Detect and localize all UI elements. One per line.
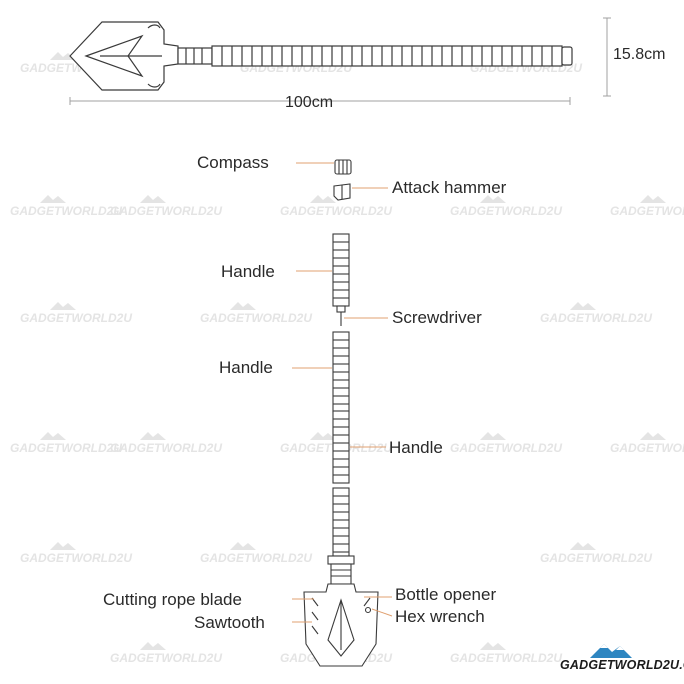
watermark-text: GADGETWORLD2U (610, 441, 684, 455)
watermark-mountain (310, 195, 336, 203)
dimension-lines (69, 17, 611, 105)
watermark-mountain (570, 542, 596, 550)
hex-wrench-label: Hex wrench (395, 607, 485, 626)
watermark-mountain (310, 432, 336, 440)
watermark-mountain (640, 432, 666, 440)
width-dimension-label: 15.8cm (613, 46, 666, 63)
handle-label-3: Handle (389, 438, 443, 457)
watermark-mountain (640, 195, 666, 203)
watermark-text: GADGETWORLD2U (200, 311, 312, 325)
watermark-mountain (230, 302, 256, 310)
brand-text: GADGETWORLD2U.COM (560, 658, 684, 672)
watermark-mountain (40, 195, 66, 203)
watermark-text: GADGETWORLD2U (450, 441, 562, 455)
handle-label-1: Handle (221, 262, 275, 281)
watermark-text: GADGETWORLD2U (110, 204, 222, 218)
watermark-mountain (140, 432, 166, 440)
watermark-mountain (480, 642, 506, 650)
sawtooth-label: Sawtooth (194, 613, 265, 632)
attack-hammer-label: Attack hammer (392, 178, 507, 197)
watermark-text: GADGETWORLD2U (20, 551, 132, 565)
assembled-shovel (69, 21, 573, 91)
watermark-mountain (140, 642, 166, 650)
watermark-mountain (50, 302, 76, 310)
watermark-text: GADGETWORLD2U (10, 441, 122, 455)
exploded-shovel (303, 159, 379, 667)
compass-label: Compass (197, 153, 269, 172)
watermark-mountain (480, 195, 506, 203)
leader-lines (292, 162, 393, 623)
watermark-text: GADGETWORLD2U (200, 551, 312, 565)
watermark-mountain (480, 432, 506, 440)
watermark-mountain (570, 302, 596, 310)
watermark-text: GADGETWORLD2U (110, 441, 222, 455)
brand-logo: GADGETWORLD2U.COM (560, 640, 684, 684)
watermark-text: GADGETWORLD2U (280, 204, 392, 218)
watermark-mountain (40, 432, 66, 440)
watermark-text: GADGETWORLD2U (20, 311, 132, 325)
watermark-text: GADGETWORLD2U (610, 204, 684, 218)
watermark-text: GADGETWORLD2U (10, 204, 122, 218)
mountain-icon (590, 644, 632, 658)
watermark-text: GADGETWORLD2U (540, 551, 652, 565)
watermark-mountain (140, 195, 166, 203)
watermark-text: GADGETWORLD2U (110, 651, 222, 665)
watermark-text: GADGETWORLD2U (540, 311, 652, 325)
bottle-opener-label: Bottle opener (395, 585, 497, 604)
cutting-rope-blade-label: Cutting rope blade (103, 590, 242, 609)
watermark-text: GADGETWORLD2U (450, 651, 562, 665)
handle-label-2: Handle (219, 358, 273, 377)
watermark-mountain (50, 542, 76, 550)
screwdriver-label: Screwdriver (392, 308, 482, 327)
watermark-text: GADGETWORLD2U (450, 204, 562, 218)
watermark-mountain (50, 52, 76, 60)
watermark-mountain (230, 542, 256, 550)
length-dimension-label: 100cm (285, 94, 334, 111)
